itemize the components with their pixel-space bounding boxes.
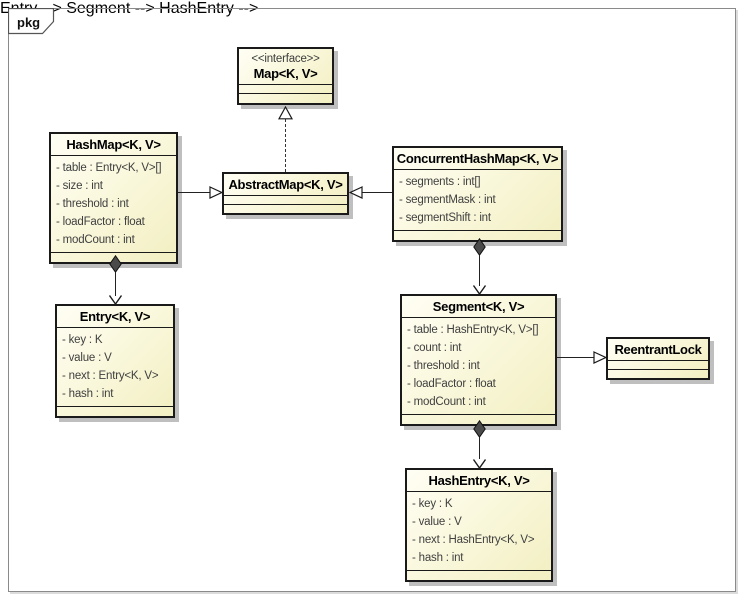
package-tab: pkg [8, 8, 55, 35]
attribute: - value : V [412, 516, 462, 528]
class-name: Entry<K, V> [79, 309, 151, 324]
class-name: HashEntry<K, V> [428, 473, 530, 488]
class-name: ReentrantLock [614, 342, 702, 357]
open-arrow-down-icon [472, 285, 487, 296]
open-arrow-down-icon [472, 459, 487, 470]
open-arrow-down-icon [108, 295, 123, 306]
attributes-compartment: - segments : int[] - segmentMask : int -… [394, 169, 561, 230]
attribute: - next : HashEntry<K, V> [412, 534, 535, 546]
attribute: - count : int [407, 342, 462, 354]
operations-compartment [224, 204, 347, 213]
attributes-compartment: - key : K - value : V - next : Entry<K, … [57, 327, 173, 406]
filled-diamond-icon [473, 237, 486, 257]
attribute: - table : HashEntry<K, V>[] [407, 324, 539, 336]
attribute: - segments : int[] [399, 176, 481, 188]
class-hashmap: HashMap<K, V> - table : Entry<K, V>[] - … [49, 132, 178, 264]
attribute: - key : K [412, 498, 453, 510]
class-name: ConcurrentHashMap<K, V> [396, 151, 559, 166]
package-label: pkg [17, 15, 40, 30]
attribute: - loadFactor : float [56, 216, 145, 228]
filled-diamond-icon [109, 254, 122, 274]
stereotype-label: <<interface>> [251, 53, 320, 65]
edge-segment-reentrantlock-generalization [557, 357, 594, 358]
edge-segment-hashentry-composition [479, 437, 480, 459]
hollow-triangle-up-icon [277, 105, 294, 120]
filled-diamond-icon [473, 419, 486, 439]
class-segment: Segment<K, V> - table : HashEntry<K, V>[… [400, 294, 557, 426]
class-reentrantlock: ReentrantLock [606, 337, 710, 380]
class-name: Segment<K, V> [432, 299, 525, 314]
operations-compartment [608, 369, 708, 378]
edge-concurrenthashmap-segment-composition [479, 255, 480, 286]
hollow-triangle-right-icon [593, 351, 608, 364]
attribute: - key : K [62, 334, 103, 346]
class-name: AbstractMap<K, V> [228, 177, 343, 192]
attribute: - next : Entry<K, V> [62, 370, 159, 382]
attribute: - hash : int [412, 552, 464, 564]
attribute: - segmentShift : int [399, 212, 491, 224]
operations-compartment [239, 93, 332, 103]
class-name: Map<K, V> [253, 66, 318, 81]
operations-compartment [402, 414, 555, 424]
attribute: - modCount : int [56, 234, 135, 246]
package-frame [8, 8, 736, 592]
attribute: - loadFactor : float [407, 378, 496, 390]
attributes-compartment: - key : K - value : V - next : HashEntry… [407, 491, 551, 570]
operations-compartment [407, 570, 551, 580]
class-entry: Entry<K, V> - key : K - value : V - next… [55, 304, 175, 418]
attributes-compartment: - table : Entry<K, V>[] - size : int - t… [51, 155, 176, 252]
attributes-compartment: - table : HashEntry<K, V>[] - count : in… [402, 317, 555, 414]
attribute: - value : V [62, 352, 112, 364]
class-concurrenthashmap: ConcurrentHashMap<K, V> - segments : int… [392, 146, 563, 242]
attribute: - hash : int [62, 388, 114, 400]
edge-concurrenthashmap-abstractmap-generalization [361, 192, 392, 193]
attribute: - table : Entry<K, V>[] [56, 162, 162, 174]
attributes-compartment [224, 195, 347, 204]
attributes-compartment [608, 360, 708, 369]
class-map: <<interface>> Map<K, V> [237, 47, 334, 105]
edge-abstractmap-map-realization [285, 119, 286, 172]
package-tab-shape [8, 8, 55, 35]
hollow-triangle-right-icon [209, 186, 224, 199]
attribute: - modCount : int [407, 396, 486, 408]
class-hashentry: HashEntry<K, V> - key : K - value : V - … [405, 468, 553, 582]
class-abstractmap: AbstractMap<K, V> [222, 172, 349, 215]
attribute: - threshold : int [56, 198, 129, 210]
attribute: - size : int [56, 180, 103, 192]
attributes-compartment [239, 84, 332, 93]
edge-hashmap-abstractmap-generalization [178, 192, 211, 193]
attribute: - segmentMask : int [399, 194, 496, 206]
class-name: HashMap<K, V> [66, 137, 161, 152]
edge-hashmap-entry-composition [115, 272, 116, 296]
hollow-triangle-left-icon [348, 186, 363, 199]
operations-compartment [394, 230, 561, 240]
operations-compartment [57, 406, 173, 416]
operations-compartment [51, 252, 176, 262]
attribute: - threshold : int [407, 360, 480, 372]
